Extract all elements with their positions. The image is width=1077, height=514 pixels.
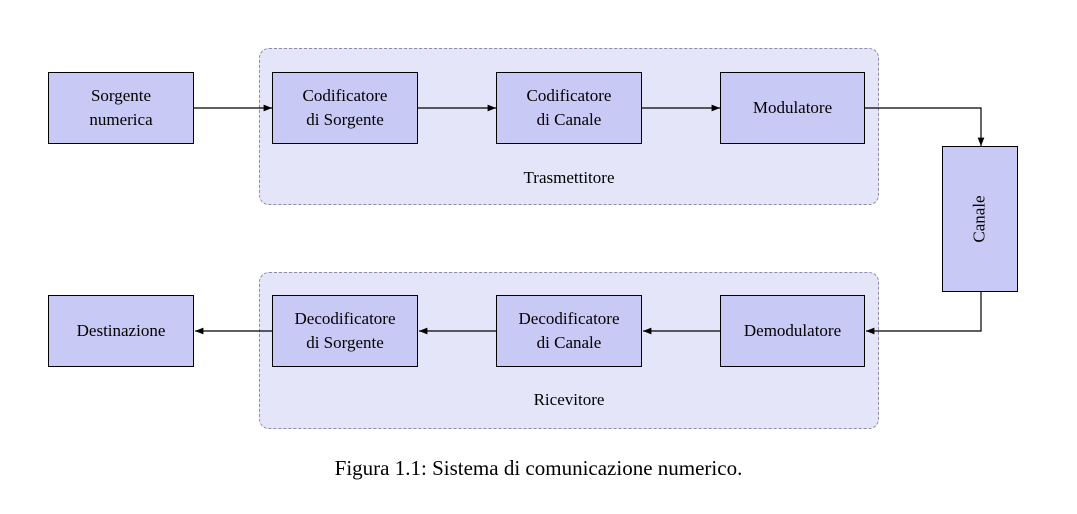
source-encoder-block: Codificatore di Sorgente — [272, 72, 418, 144]
destination-label: Destinazione — [76, 321, 166, 340]
source-label: Sorgente numerica — [89, 86, 153, 129]
channel-block: Canale — [942, 146, 1018, 292]
destination-block: Destinazione — [48, 295, 194, 367]
source-decoder-block: Decodificatore di Sorgente — [272, 295, 418, 367]
channel-decoder-block: Decodificatore di Canale — [496, 295, 642, 367]
arrow-channel-to-demodulator — [866, 292, 982, 335]
channel-encoder-label: Codificatore di Canale — [526, 86, 612, 129]
figure-caption: Figura 1.1: Sistema di comunicazione num… — [334, 456, 743, 480]
source-encoder-label: Codificatore di Sorgente — [302, 86, 388, 129]
source-decoder-label: Decodificatore di Sorgente — [294, 309, 396, 352]
demodulator-label: Demodulatore — [743, 321, 842, 340]
channel-decoder-label: Decodificatore di Canale — [518, 309, 620, 352]
modulator-label: Modulatore — [752, 98, 833, 117]
source-block: Sorgente numerica — [48, 72, 194, 144]
modulator-block: Modulatore — [720, 72, 865, 144]
receiver-label: Ricevitore — [533, 390, 605, 409]
channel-label: Canale — [969, 195, 989, 243]
channel-encoder-block: Codificatore di Canale — [496, 72, 642, 144]
transmitter-label: Trasmettitore — [523, 168, 615, 187]
demodulator-block: Demodulatore — [720, 295, 865, 367]
arrow-modulator-to-channel — [865, 107, 985, 146]
